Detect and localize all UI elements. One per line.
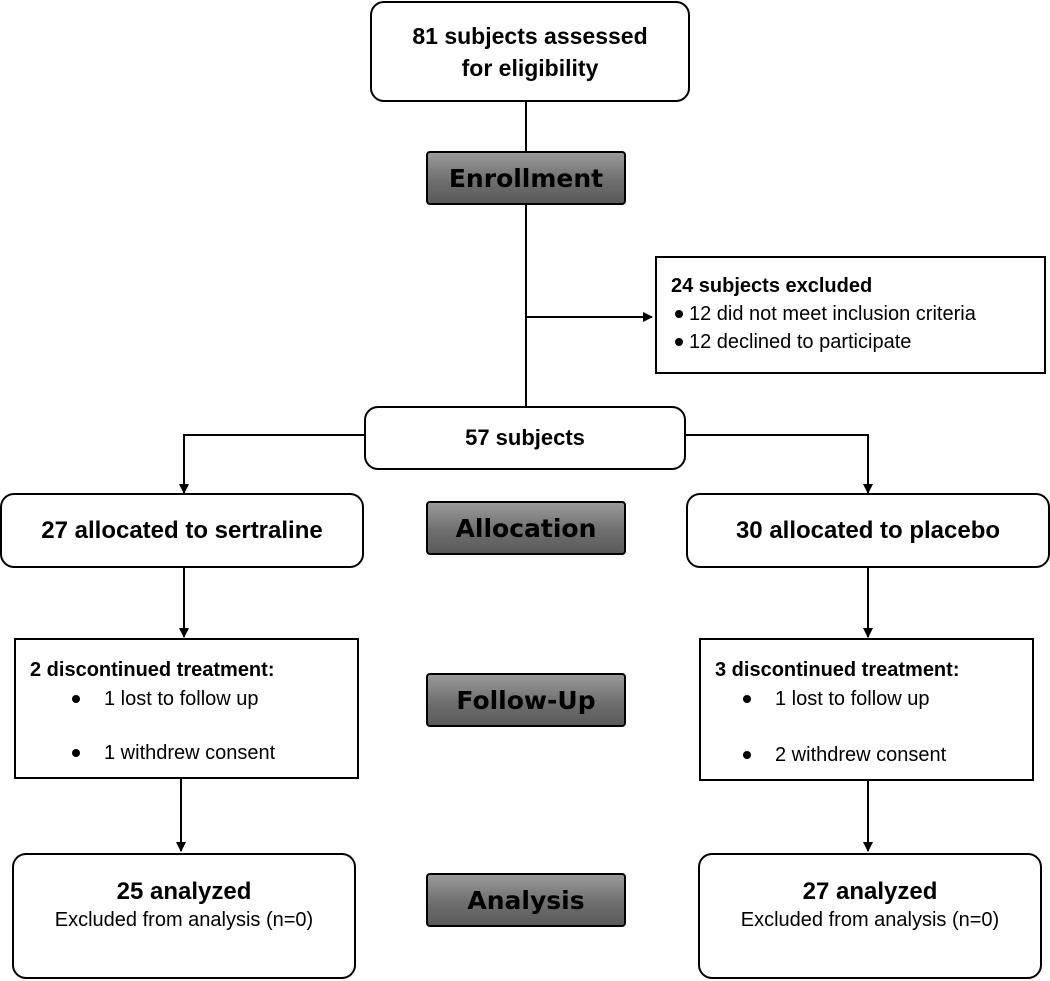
placebo-discontinued-item: 1 lost to follow up: [715, 686, 1032, 712]
assessed-line-1: 81 subjects assessed: [412, 22, 648, 49]
bullet-icon: [675, 310, 683, 318]
arrow-to-placebo: [684, 434, 873, 494]
sertraline-followup-box: 2 discontinued treatment: 1 lost to foll…: [14, 638, 359, 779]
stage-allocation: Allocation: [426, 501, 626, 555]
placebo-analyzed: 27 analyzed: [802, 878, 938, 905]
bullet-icon: [72, 749, 80, 757]
excluded-title: 24 subjects excluded: [671, 275, 873, 297]
sertraline-discontinued-item: 1 lost to follow up: [30, 686, 357, 712]
sertraline-discontinued-text: 1 lost to follow up: [104, 687, 259, 710]
placebo-discontinued-item: 2 withdrew consent: [715, 742, 1032, 768]
sertraline-allocated-box: 27 allocated to sertraline: [0, 493, 364, 568]
stage-enrollment: Enrollment: [426, 151, 626, 205]
placebo-allocated-label: 30 allocated to placebo: [735, 516, 1001, 544]
placebo-followup-box: 3 discontinued treatment: 1 lost to foll…: [699, 638, 1034, 781]
arrow-to-sertraline: [179, 434, 366, 494]
bullet-icon: [743, 695, 751, 703]
placebo-discontinued-text: 1 lost to follow up: [775, 687, 930, 710]
sertraline-discontinued-title: 2 discontinued treatment:: [30, 659, 275, 681]
placebo-discontinued-text: 2 withdrew consent: [775, 743, 947, 766]
sertraline-discontinued-text: 1 withdrew consent: [104, 741, 276, 764]
stage-analysis: Analysis: [426, 873, 626, 927]
placebo-discontinued-title: 3 discontinued treatment:: [715, 659, 960, 681]
sertraline-analyzed: 25 analyzed: [116, 878, 252, 905]
bullet-icon: [675, 338, 683, 346]
sertraline-allocated-label: 27 allocated to sertraline: [41, 516, 323, 544]
sertraline-analysis-box: 25 analyzed Excluded from analysis (n=0): [12, 853, 356, 979]
placebo-analysis-box: 27 analyzed Excluded from analysis (n=0): [698, 853, 1042, 979]
placebo-allocated-box: 30 allocated to placebo: [686, 493, 1050, 568]
stage-followup: Follow-Up: [426, 673, 626, 727]
randomized-box: 57 subjects: [364, 406, 686, 470]
bullet-icon: [72, 695, 80, 703]
excluded-box: 24 subjects excluded 12 did not meet inc…: [655, 256, 1046, 374]
bullet-icon: [743, 751, 751, 759]
excluded-item: 12 declined to participate: [671, 328, 1044, 356]
excluded-item-text: 12 did not meet inclusion criteria: [689, 303, 976, 325]
excluded-item-text: 12 declined to participate: [689, 331, 912, 353]
excluded-item: 12 did not meet inclusion criteria: [671, 300, 1044, 328]
assessed-box: 81 subjects assessed for eligibility: [370, 1, 690, 102]
placebo-excluded-analysis: Excluded from analysis (n=0): [740, 909, 1000, 931]
assessed-line-2: for eligibility: [461, 54, 599, 81]
sertraline-discontinued-item: 1 withdrew consent: [30, 740, 357, 766]
randomized-label: 57 subjects: [465, 425, 585, 450]
sertraline-excluded-analysis: Excluded from analysis (n=0): [54, 909, 314, 931]
